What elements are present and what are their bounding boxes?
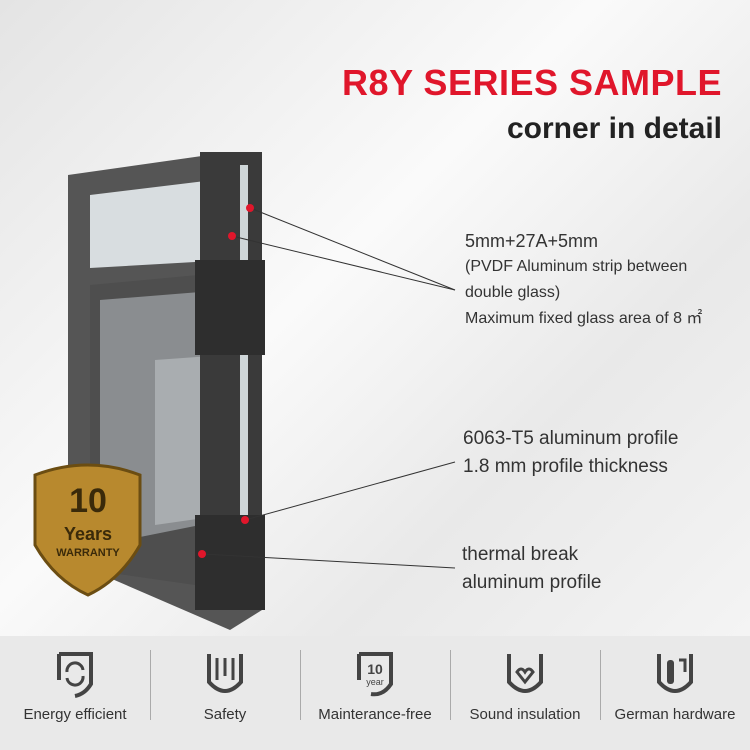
safety-icon [207, 654, 243, 693]
feature-label: Safety [203, 706, 247, 723]
hardware-icon [657, 654, 693, 693]
feature-hardware: German hardware [600, 636, 750, 750]
glass-spec: 5mm+27A+5mm [465, 231, 599, 251]
feature-energy: Energy efficient [0, 636, 150, 750]
profile-material: 6063-T5 aluminum profile [463, 428, 679, 449]
thermal-line-1: thermal break [462, 544, 579, 565]
thermal-line-2: aluminum profile [462, 572, 602, 593]
profile-callout: 6063-T5 aluminum profile 1.8 mm profile … [463, 425, 678, 481]
feature-safety: Safety [150, 636, 300, 750]
svg-text:10: 10 [367, 661, 383, 677]
sound-icon [507, 654, 543, 693]
svg-text:WARRANTY: WARRANTY [56, 547, 120, 559]
feature-sound: Sound insulation [450, 636, 600, 750]
glass-callout: 5mm+27A+5mm (PVDF Aluminum strip between… [465, 228, 702, 332]
energy-icon [57, 652, 93, 698]
feature-label: Energy efficient [23, 706, 127, 723]
glass-area: Maximum fixed glass area of 8 ㎡ [465, 310, 703, 327]
warranty-badge: 10 Years WARRANTY [33, 463, 142, 597]
page-subtitle: corner in detail [506, 112, 722, 145]
feature-label: German hardware [614, 706, 736, 723]
feature-label: Mainterance-free [318, 706, 432, 723]
window-corner-illustration: 10 Years WARRANTY [33, 152, 456, 630]
glass-note-1: (PVDF Aluminum strip between [465, 258, 688, 275]
thermal-callout: thermal break aluminum profile [462, 541, 601, 597]
glass-note-2: double glass) [465, 284, 561, 301]
profile-thickness: 1.8 mm profile thickness [463, 456, 668, 477]
feature-label: Sound insulation [469, 706, 581, 723]
svg-text:Years: Years [64, 524, 112, 544]
svg-text:10: 10 [69, 482, 107, 520]
svg-text:year: year [366, 677, 384, 687]
page-title: R8Y SERIES SAMPLE [342, 62, 722, 103]
